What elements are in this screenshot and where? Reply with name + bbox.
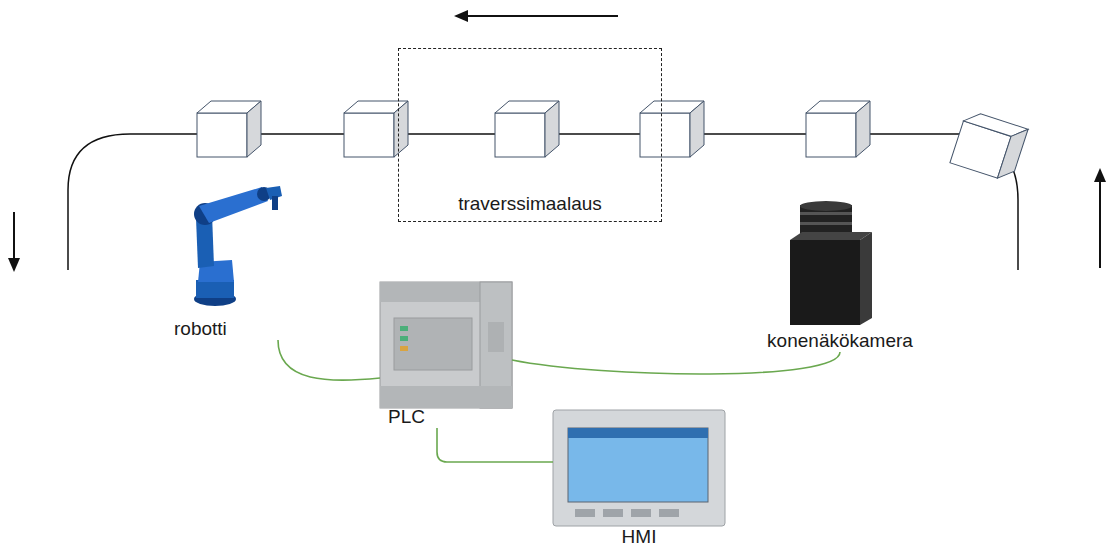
node-label: traverssimaalaus xyxy=(458,193,602,215)
workpiece xyxy=(640,101,704,157)
robot-picture xyxy=(194,186,282,306)
painting-zone: traverssimaalaus xyxy=(398,48,662,222)
hmi-unit: HMI xyxy=(553,410,725,552)
workpiece xyxy=(495,101,559,157)
workpiece xyxy=(806,101,870,157)
camera-unit: konenäkökamera xyxy=(745,200,935,352)
plc-unit: PLC xyxy=(380,280,512,428)
node-label: HMI xyxy=(622,526,657,548)
plc-picture xyxy=(380,282,512,408)
node-label: PLC xyxy=(388,406,425,428)
direction-arrow xyxy=(1094,168,1106,268)
cable xyxy=(512,352,840,374)
cable xyxy=(278,340,380,380)
hmi-picture xyxy=(553,410,725,526)
direction-arrow xyxy=(454,10,618,22)
robot-unit: robotti xyxy=(168,182,290,340)
workpiece xyxy=(950,109,1028,182)
direction-arrow xyxy=(8,212,20,272)
workpiece xyxy=(197,101,261,157)
cable xyxy=(437,428,553,462)
node-label: robotti xyxy=(174,318,227,340)
camera-picture xyxy=(790,201,872,325)
node-label: konenäkökamera xyxy=(767,330,913,352)
